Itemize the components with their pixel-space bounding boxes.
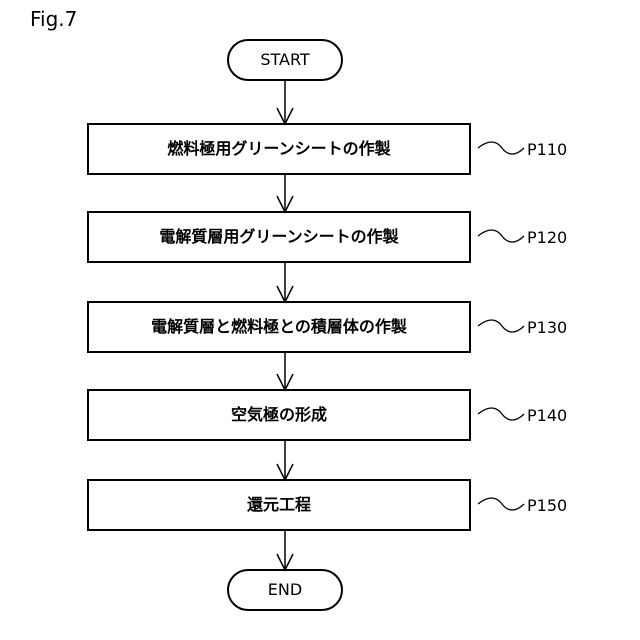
leader-line-p140 (478, 408, 524, 420)
connector-arrow (277, 530, 293, 570)
step-label-p130: 電解質層と燃料極との積層体の作製 (88, 317, 470, 337)
leader-line-p150 (478, 498, 524, 510)
end-label: END (228, 580, 342, 600)
connector-arrow (277, 174, 293, 212)
ref-label-p140: P140 (527, 406, 567, 426)
step-label-p120: 電解質層用グリーンシートの作製 (88, 227, 470, 247)
connector-arrow (277, 80, 293, 124)
leader-line-p130 (478, 320, 524, 332)
leader-line-p120 (478, 230, 524, 242)
connector-arrow (277, 262, 293, 302)
step-label-p110: 燃料極用グリーンシートの作製 (88, 139, 470, 159)
connector-arrow (277, 440, 293, 480)
ref-label-p120: P120 (527, 228, 567, 248)
ref-label-p110: P110 (527, 140, 567, 160)
step-label-p150: 還元工程 (88, 495, 470, 515)
step-label-p140: 空気極の形成 (88, 405, 470, 425)
leader-line-p110 (478, 142, 524, 154)
ref-label-p130: P130 (527, 318, 567, 338)
start-label: START (228, 50, 342, 70)
connector-arrow (277, 352, 293, 390)
ref-label-p150: P150 (527, 496, 567, 516)
